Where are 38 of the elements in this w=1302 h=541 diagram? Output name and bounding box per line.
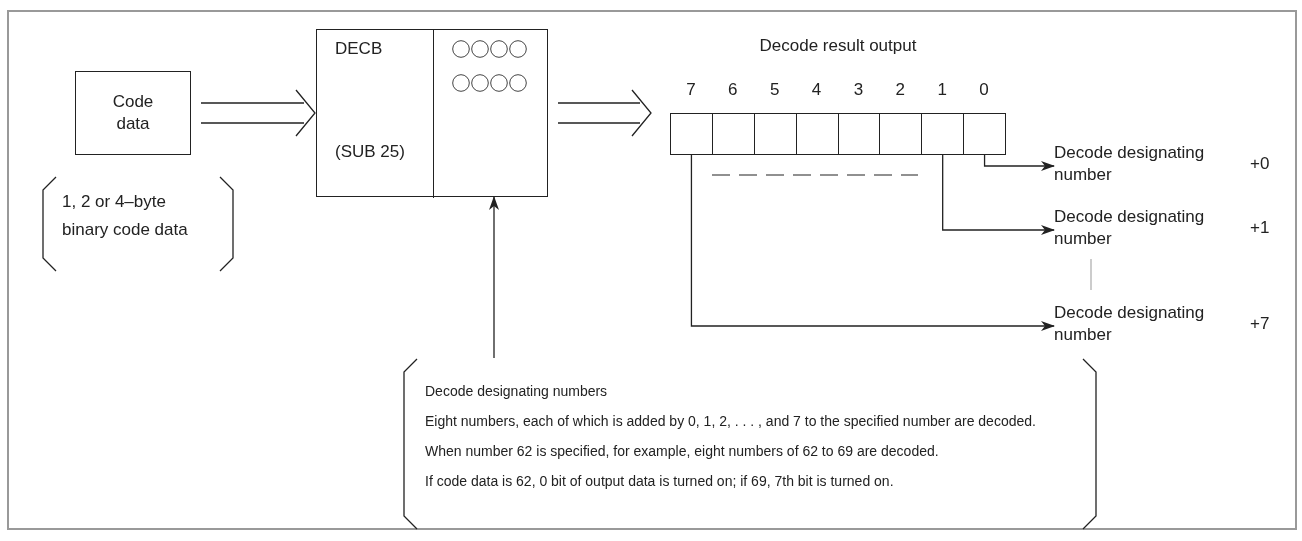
offset-label: +0 [1250,154,1270,174]
bit-number: 6 [727,80,739,100]
offset-label: +1 [1250,218,1270,238]
bit-number: 7 [685,80,697,100]
bit-cell [837,113,881,155]
bit-number: 0 [978,80,990,100]
data-box: Code data [75,71,191,155]
output-label: Decode designating number [1054,302,1206,346]
bit-cell [753,113,797,155]
function-block [316,29,548,197]
output-label: Decode designating number [1054,206,1206,250]
arrow [690,154,1055,331]
function-number: (SUB 25) [335,142,405,162]
arrow [983,154,1055,171]
arrow [942,154,1055,235]
bit-number: 2 [894,80,907,100]
arrow [489,196,499,359]
bit-cell [879,113,923,155]
double-line-arrow [200,89,316,137]
register-title: Decode result output [758,36,918,56]
bit-cell [795,113,839,155]
bit-cell [921,113,965,155]
double-line-arrow [557,89,652,137]
offset-label: +7 [1250,314,1270,334]
output-label: Decode designating number [1054,142,1206,186]
bit-number: 5 [768,80,781,100]
note-text: When number 62 is specified, for example, eight numbers of 62 to 69 are decoded. [425,442,940,461]
note-text: Eight numbers, each of which is added by 0, 1, 2, . . . , and 7 to the specified number are decoded. [425,412,1037,431]
bit-number: 3 [852,80,865,100]
note-heading: Decode designating numbers [425,382,609,401]
function-name: DECB [335,39,383,59]
note-text: 1, 2 or 4–byte binary code data [62,191,189,241]
note-text: If code data is 62, 0 bit of output data is turned on; if 69, 7th bit is turned on. [425,472,895,491]
bit-cell [670,113,713,155]
bit-number: 4 [810,80,823,100]
bit-cell [711,113,755,155]
bit-cell [963,113,1006,155]
bit-number: 1 [936,80,948,100]
